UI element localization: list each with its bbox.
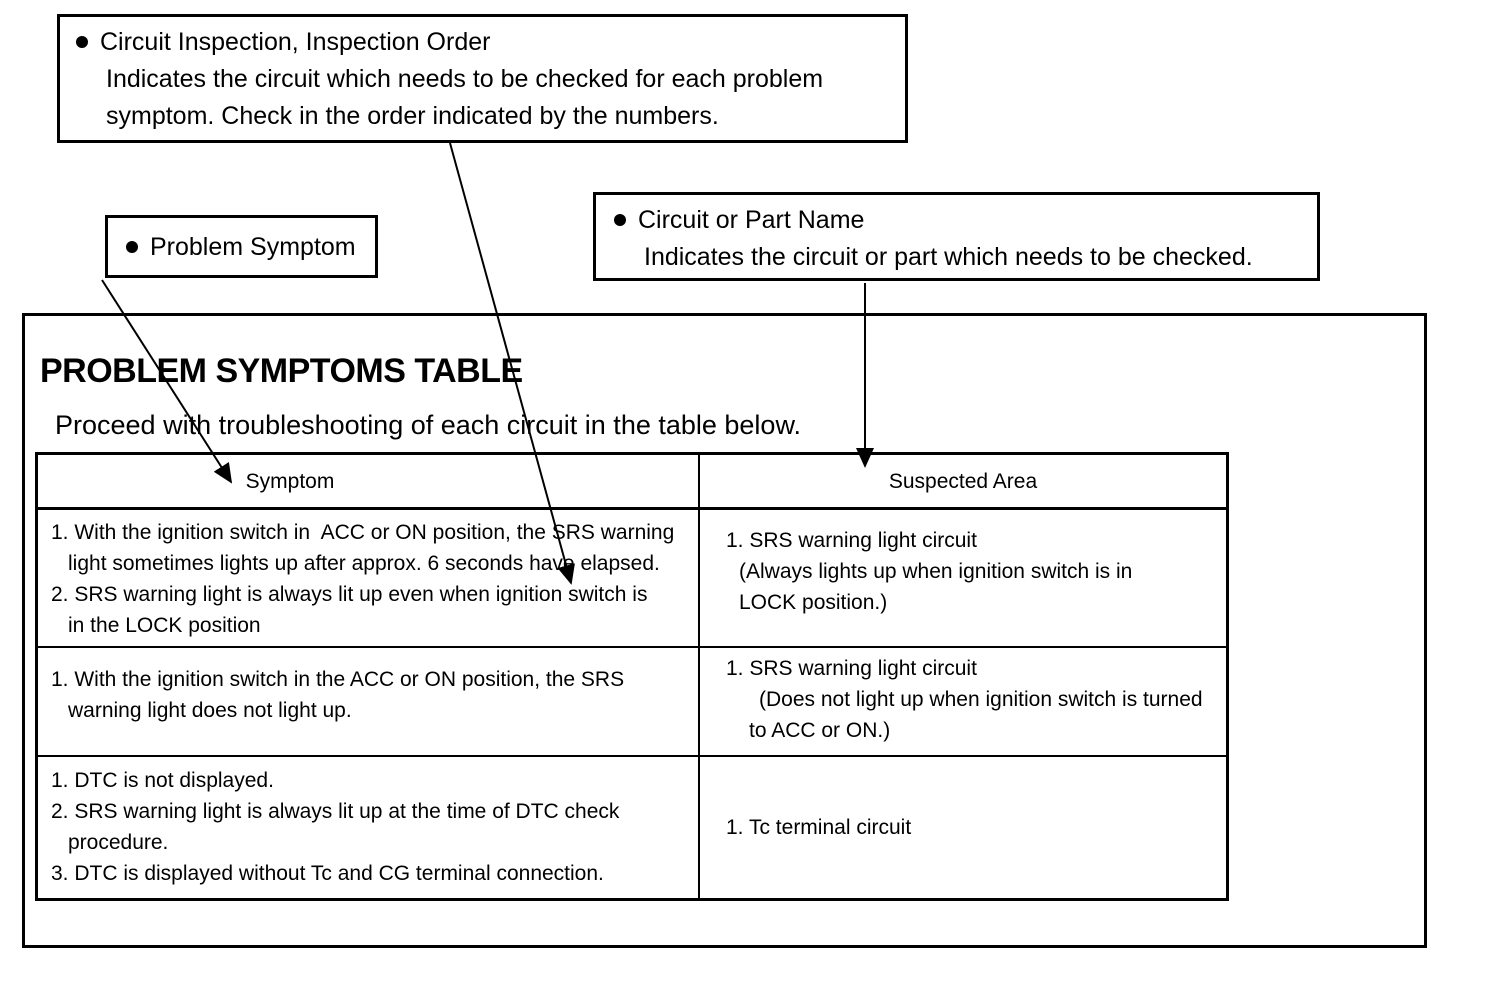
page-title: PROBLEM SYMPTOMS TABLE — [40, 352, 523, 390]
table-header-suspected-area-label: Suspected Area — [888, 469, 1038, 493]
callout-title: Circuit or Part Name — [638, 206, 865, 234]
table-row-1-symptom-cell: 1. With the ignition switch in ACC or ON… — [38, 510, 700, 648]
table-row-3-symptom-cell: 1. DTC is not displayed. 2. SRS warning … — [38, 757, 700, 898]
table-cell-line: 1. Tc terminal circuit — [726, 816, 912, 839]
table-cell-line: 2. SRS warning light is always lit up at… — [51, 800, 620, 823]
bullet-icon — [126, 241, 138, 253]
callout-title: Circuit Inspection, Inspection Order — [100, 28, 491, 56]
table-cell-line: 1. DTC is not displayed. — [51, 769, 274, 792]
table-row-1-suspected-cell: 1. SRS warning light circuit (Always lig… — [700, 510, 1226, 648]
bullet-icon — [76, 36, 88, 48]
table-cell-line: 1. With the ignition switch in the ACC o… — [51, 668, 625, 691]
table-cell-line: (Does not light up when ignition switch … — [759, 688, 1203, 711]
table-cell-line: 1. SRS warning light circuit — [726, 529, 977, 552]
table-cell-line: procedure. — [68, 831, 169, 854]
callout-desc-line: symptom. Check in the order indicated by… — [106, 102, 719, 130]
table-cell-line: 1. SRS warning light circuit — [726, 657, 977, 680]
problem-symptoms-table: Symptom Suspected Area 1. With the ignit… — [35, 452, 1229, 901]
table-row-2-symptom-cell: 1. With the ignition switch in the ACC o… — [38, 648, 700, 757]
callout-title-line: Problem Symptom — [126, 229, 375, 266]
callout-title: Problem Symptom — [150, 233, 356, 261]
callout-circuit-part-name: Circuit or Part Name Indicates the circu… — [593, 192, 1320, 281]
table-header-symptom-label: Symptom — [245, 469, 335, 493]
callout-circuit-inspection: Circuit Inspection, Inspection Order Ind… — [57, 14, 908, 143]
table-header-symptom: Symptom — [38, 455, 700, 510]
table-cell-line: 1. With the ignition switch in ACC or ON… — [51, 521, 675, 544]
callout-title-line: Circuit or Part Name — [614, 202, 1317, 239]
table-cell-line: warning light does not light up. — [68, 699, 352, 722]
table-row-3-suspected-cell: 1. Tc terminal circuit — [700, 757, 1226, 898]
table-cell-line: (Always lights up when ignition switch i… — [739, 560, 1133, 583]
callout-desc-line: Indicates the circuit which needs to be … — [106, 65, 824, 93]
table-cell-line: 2. SRS warning light is always lit up ev… — [51, 583, 648, 606]
table-cell-line: LOCK position.) — [739, 591, 888, 614]
callout-desc-line: Indicates the circuit or part which need… — [644, 243, 1253, 271]
table-row-2-suspected-cell: 1. SRS warning light circuit (Does not l… — [700, 648, 1226, 757]
table-cell-line: to ACC or ON.) — [749, 719, 891, 742]
page-subtitle: Proceed with troubleshooting of each cir… — [55, 410, 801, 440]
table-cell-line: in the LOCK position — [68, 614, 261, 637]
bullet-icon — [614, 214, 626, 226]
table-cell-line: 3. DTC is displayed without Tc and CG te… — [51, 862, 604, 885]
table-header-suspected-area: Suspected Area — [700, 455, 1226, 510]
table-cell-line: light sometimes lights up after approx. … — [68, 552, 660, 575]
callout-problem-symptom: Problem Symptom — [105, 215, 378, 278]
callout-title-line: Circuit Inspection, Inspection Order — [76, 24, 905, 61]
